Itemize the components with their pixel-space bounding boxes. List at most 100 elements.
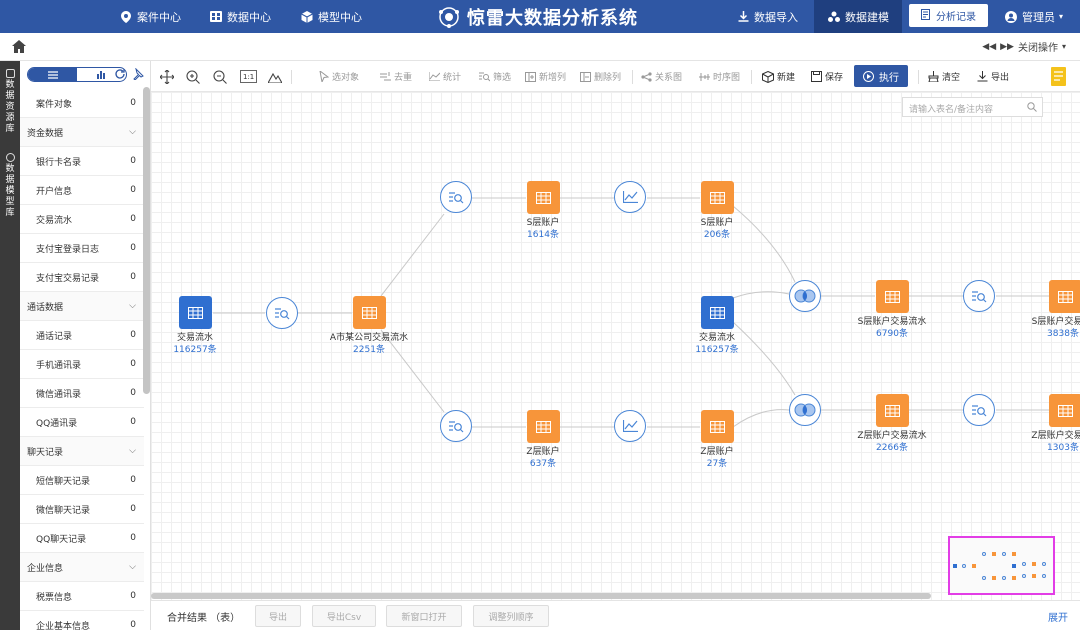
expand-link[interactable]: 展开 <box>1048 613 1068 624</box>
table-node-transaction[interactable] <box>179 296 212 329</box>
sidebar-item-count: 0 <box>130 417 136 427</box>
view-toggle[interactable] <box>27 67 127 82</box>
select-object-tool[interactable]: 选对象 <box>319 68 359 85</box>
prev-icon[interactable]: ◀◀ <box>982 41 997 52</box>
reset-zoom-tool[interactable]: 1:1 <box>240 70 258 83</box>
table-node-company-transaction[interactable] <box>353 296 386 329</box>
sidebar-group-header[interactable]: 聊天记录⌵ <box>20 437 144 466</box>
table-node-z-layer-transaction[interactable] <box>876 394 909 427</box>
open-new-window-button[interactable]: 新窗口打开 <box>386 605 462 627</box>
minimap[interactable] <box>948 536 1055 595</box>
stats-operator-node[interactable] <box>614 410 646 442</box>
notes-icon[interactable] <box>1051 67 1066 86</box>
location-pin-icon <box>120 10 132 23</box>
table-icon <box>1058 290 1073 303</box>
canvas-search-input[interactable]: 请输入表名/备注内容 <box>902 97 1043 117</box>
move-tool[interactable] <box>160 68 177 85</box>
sidebar-group-header[interactable]: 通话数据⌵ <box>20 292 144 321</box>
nav-data-import-label: 数据导入 <box>754 10 798 24</box>
dedupe-tool[interactable]: 去重 <box>380 68 412 85</box>
join-operator-node[interactable] <box>789 394 821 426</box>
sidebar-group-header[interactable]: 资金数据⌵ <box>20 118 144 147</box>
filter-operator-node[interactable] <box>963 280 995 312</box>
filter-operator-node[interactable] <box>963 394 995 426</box>
result-export-csv-button[interactable]: 导出Csv <box>312 605 376 627</box>
sidebar-scrollbar[interactable] <box>143 87 150 394</box>
minimap-node <box>982 552 986 556</box>
chevron-down-icon: ⌵ <box>129 127 136 137</box>
add-column-tool[interactable]: 新增列 <box>525 68 566 85</box>
table-node-s-layer[interactable] <box>527 181 560 214</box>
stats-operator-node[interactable] <box>614 181 646 213</box>
new-button[interactable]: 新建 <box>762 68 795 85</box>
model-icon <box>5 153 15 162</box>
save-button[interactable]: 保存 <box>811 68 843 85</box>
vertical-tabs: 数据资源库 数据模型库 <box>0 61 20 630</box>
nav-case-center[interactable]: 案件中心 <box>120 0 181 33</box>
delete-column-icon <box>580 71 591 82</box>
next-icon[interactable]: ▶▶ <box>1000 41 1014 52</box>
flow-canvas[interactable]: 请输入表名/备注内容 交易流水 116257条 A市某公司交易流水 2251条 … <box>151 92 1080 600</box>
pin-icon[interactable] <box>132 68 144 80</box>
vtab-data-model[interactable]: 数据模型库 <box>0 153 20 219</box>
table-node-s-layer-2[interactable] <box>701 181 734 214</box>
result-export-button[interactable]: 导出 <box>255 605 301 627</box>
export-button[interactable]: 导出 <box>977 68 1009 85</box>
nav-data-import[interactable]: 数据导入 <box>737 0 798 33</box>
vtab-data-resource[interactable]: 数据资源库 <box>0 69 20 135</box>
close-ops[interactable]: ◀◀ ▶▶ 关闭操作 ▾ <box>982 39 1066 55</box>
search-icon[interactable] <box>1027 102 1037 112</box>
user-menu[interactable]: 管理员 ▾ <box>1005 0 1063 33</box>
clear-button[interactable]: 清空 <box>928 68 960 85</box>
sidebar-group-header[interactable]: 企业信息⌵ <box>20 553 144 582</box>
nav-data-center[interactable]: 数据中心 <box>210 0 271 33</box>
relation-graph-tool[interactable]: 关系图 <box>641 68 682 85</box>
table-node-z-layer-transaction-2[interactable] <box>1049 394 1080 427</box>
add-column-label: 新增列 <box>539 73 567 83</box>
table-node-s-layer-transaction[interactable] <box>876 280 909 313</box>
filter-tool[interactable]: 筛选 <box>479 68 511 85</box>
chart-view-toggle[interactable] <box>77 68 126 81</box>
table-node-z-layer[interactable] <box>527 410 560 443</box>
join-operator-node[interactable] <box>789 280 821 312</box>
filter-operator-node[interactable] <box>440 181 472 213</box>
list-view-toggle[interactable] <box>28 68 77 81</box>
table-node-transaction-2[interactable] <box>701 296 734 329</box>
timeline-tool[interactable]: 时序图 <box>699 68 740 85</box>
zoom-out-tool[interactable] <box>213 68 230 85</box>
table-node-z-layer-2[interactable] <box>701 410 734 443</box>
fit-view-tool[interactable] <box>268 68 285 85</box>
stats-tool[interactable]: 统计 <box>429 68 461 85</box>
node-label: 交易流水 <box>698 333 736 343</box>
adjust-column-order-button[interactable]: 调整列顺序 <box>473 605 549 627</box>
delete-column-tool[interactable]: 删除列 <box>580 68 621 85</box>
nav-model-center[interactable]: 模型中心 <box>301 0 362 33</box>
nav-data-modeling[interactable]: 数据建模 <box>828 0 889 33</box>
table-node-s-layer-transaction-2[interactable] <box>1049 280 1080 313</box>
merge-result-title: 合并结果 （表） <box>167 613 241 624</box>
home-icon[interactable] <box>12 40 26 53</box>
filter-operator-node[interactable] <box>266 297 298 329</box>
refresh-icon[interactable] <box>114 68 126 80</box>
filter-operator-node[interactable] <box>440 410 472 442</box>
execute-button[interactable]: 执行 <box>854 65 908 87</box>
table-icon <box>536 191 551 204</box>
zoom-in-tool[interactable] <box>186 68 203 85</box>
canvas-horizontal-scrollbar[interactable] <box>151 593 931 599</box>
analysis-record-button[interactable]: 分析记录 <box>909 4 988 27</box>
